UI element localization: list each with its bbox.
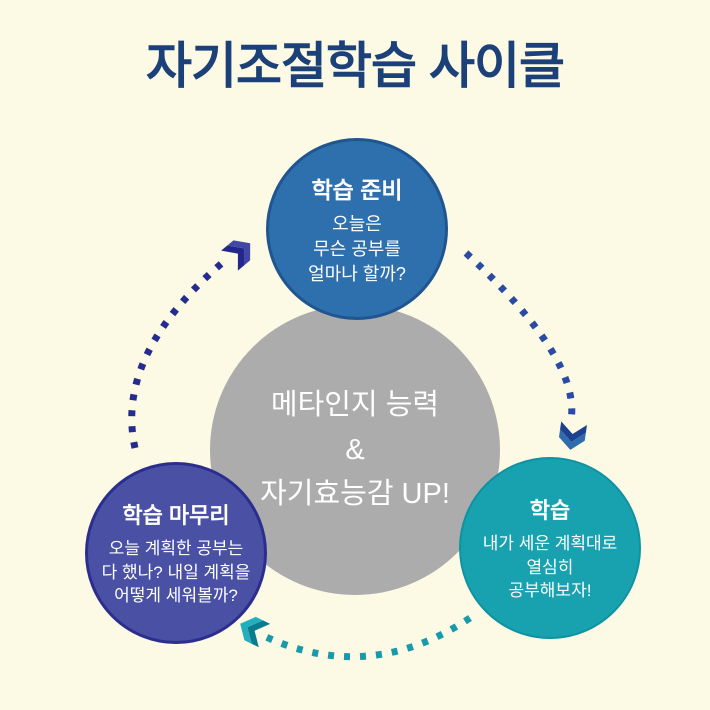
center-circle-line: 메타인지 능력 [270,388,440,421]
center-circle-line: & [345,433,365,466]
node-prepare-body: 오늘은 무슨 공부를 얼마나 할까? [308,212,406,286]
node-finish-circle: 학습 마무리 오늘 계획한 공부는 다 했나? 내일 계획을 어떻게 세워볼까? [85,462,267,644]
node-study-body: 내가 세운 계획대로 열심히 공부해보자! [483,532,618,602]
node-prepare-body-line: 무슨 공부를 [313,239,401,260]
node-finish-body-line: 오늘 계획한 공부는 [108,539,244,559]
node-prepare-circle: 학습 준비 오늘은 무슨 공부를 얼마나 할까? [266,138,448,320]
node-study-body-line: 내가 세운 계획대로 [482,534,618,554]
dotted-path [262,615,472,661]
node-finish-body-line: 어떻게 세워볼까? [114,586,238,606]
node-study-circle: 학습 내가 세운 계획대로 열심히 공부해보자! [459,457,641,639]
node-finish-title: 학습 마무리 [122,503,230,529]
node-finish-body: 오늘 계획한 공부는 다 했나? 내일 계획을 어떻게 세워볼까? [102,537,251,607]
node-study-body-line: 열심히 [526,557,574,577]
node-study-body-line: 공부해보자! [508,581,592,601]
node-finish-body-line: 다 했나? 내일 계획을 [101,562,251,582]
node-study-title: 학습 [529,498,571,524]
node-prepare-body-line: 오늘은 [332,214,382,235]
node-prepare-body-line: 얼마나 할까? [308,263,406,284]
page-title: 자기조절학습 사이클 [146,38,565,94]
chevron-arrowhead-icon [558,421,587,450]
center-circle-line: 자기효능감 UP! [260,478,450,511]
node-prepare-title: 학습 준비 [311,177,403,204]
arrow-study-to-finish [240,615,472,661]
chevron-arrowhead-icon [221,240,251,271]
